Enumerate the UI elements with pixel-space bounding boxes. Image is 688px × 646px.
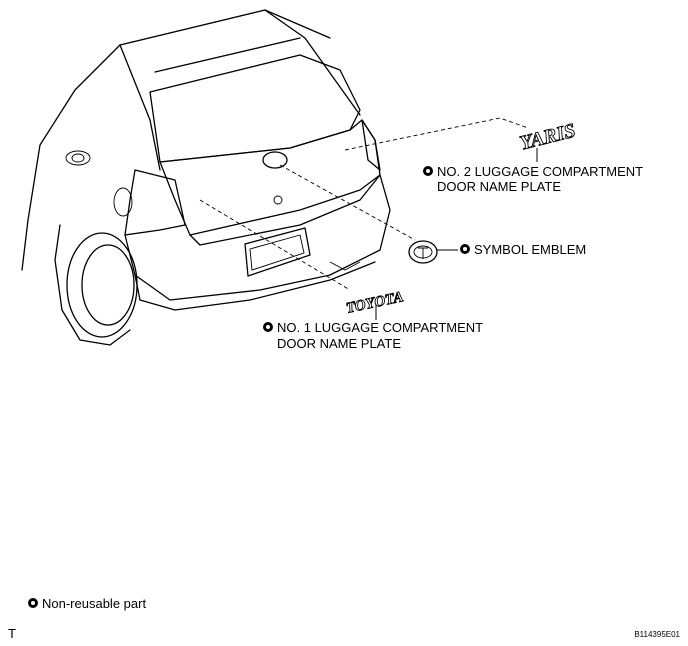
figure-code: B114395E01: [634, 630, 680, 639]
symbol-emblem-label: SYMBOL EMBLEM: [474, 242, 586, 257]
non-reusable-part-icon: [28, 598, 38, 608]
yaris-name-plate: YARIS: [517, 119, 578, 162]
label-no2-plate: NO. 2 LUGGAGE COMPARTMENT DOOR NAME PLAT…: [423, 164, 643, 194]
svg-text:TOYOTA: TOYOTA: [345, 289, 405, 317]
label-symbol-emblem: SYMBOL EMBLEM: [460, 242, 586, 257]
legend: Non-reusable part: [28, 596, 146, 611]
non-reusable-part-icon: [423, 166, 433, 176]
legend-non-reusable-text: Non-reusable part: [42, 596, 146, 611]
no1-plate-label-line2: DOOR NAME PLATE: [277, 336, 401, 351]
car-illustration: [21, 9, 391, 346]
no2-plate-label-line2: DOOR NAME PLATE: [437, 179, 561, 194]
non-reusable-part-icon: [460, 244, 470, 254]
toyota-name-plate: TOYOTA: [344, 289, 405, 320]
corner-code-left: T: [8, 626, 16, 641]
symbol-emblem-part: [408, 240, 458, 264]
leader-lines: [199, 117, 529, 291]
label-no1-plate: NO. 1 LUGGAGE COMPARTMENT DOOR NAME PLAT…: [263, 320, 483, 351]
non-reusable-part-icon: [263, 322, 273, 332]
svg-text:YARIS: YARIS: [518, 120, 578, 155]
no1-plate-label-line1: NO. 1 LUGGAGE COMPARTMENT: [277, 320, 483, 335]
no2-plate-label-line1: NO. 2 LUGGAGE COMPARTMENT: [437, 164, 643, 179]
